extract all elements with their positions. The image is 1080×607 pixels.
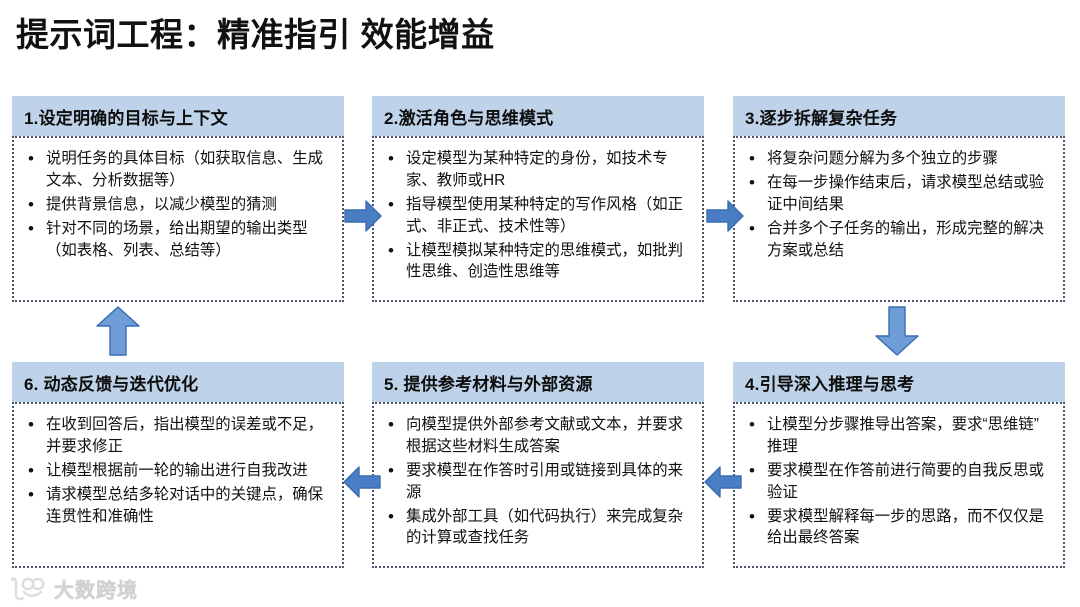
list-item: 针对不同的场景，给出期望的输出类型（如表格、列表、总结等）: [20, 217, 332, 262]
card-3-body: 将复杂问题分解为多个独立的步骤 在每一步操作结束后，请求模型总结或验证中间结果 …: [733, 136, 1065, 302]
page-title: 提示词工程：精准指引 效能增益: [16, 16, 495, 53]
owl-logo-icon: [8, 576, 48, 602]
list-item: 要求模型在作答前进行简要的自我反思或验证: [741, 459, 1053, 504]
list-item: 提供背景信息，以减少模型的猜测: [20, 193, 332, 217]
list-item: 要求模型在作答时引用或链接到具体的来源: [380, 459, 692, 504]
card-step-4: 4.引导深入推理与思考 让模型分步骤推导出答案，要求“思维链”推理 要求模型在作…: [733, 362, 1065, 568]
watermark-text: 大数跨境: [54, 580, 138, 603]
card-1-header: 1.设定明确的目标与上下文: [12, 96, 344, 136]
list-item: 向模型提供外部参考文献或文本，并要求根据这些材料生成答案: [380, 413, 692, 458]
card-6-bullet-list: 在收到回答后，指出模型的误差或不足，并要求修正 让模型根据前一轮的输出进行自我改…: [20, 413, 332, 528]
card-2-body: 设定模型为某种特定的身份，如技术专家、教师或HR 指导模型使用某种特定的写作风格…: [372, 136, 704, 302]
list-item: 请求模型总结多轮对话中的关键点，确保连贯性和准确性: [20, 483, 332, 528]
card-step-6: 6. 动态反馈与迭代优化 在收到回答后，指出模型的误差或不足，并要求修正 让模型…: [12, 362, 344, 568]
card-4-body: 让模型分步骤推导出答案，要求“思维链”推理 要求模型在作答前进行简要的自我反思或…: [733, 402, 1065, 568]
card-4-header: 4.引导深入推理与思考: [733, 362, 1065, 402]
watermark: 大数跨境: [8, 574, 138, 603]
card-5-bullet-list: 向模型提供外部参考文献或文本，并要求根据这些材料生成答案 要求模型在作答时引用或…: [380, 413, 692, 550]
list-item: 合并多个子任务的输出，形成完整的解决方案或总结: [741, 217, 1053, 262]
card-step-5: 5. 提供参考材料与外部资源 向模型提供外部参考文献或文本，并要求根据这些材料生…: [372, 362, 704, 568]
card-step-3: 3.逐步拆解复杂任务 将复杂问题分解为多个独立的步骤 在每一步操作结束后，请求模…: [733, 96, 1065, 302]
list-item: 在收到回答后，指出模型的误差或不足，并要求修正: [20, 413, 332, 458]
card-4-bullet-list: 让模型分步骤推导出答案，要求“思维链”推理 要求模型在作答前进行简要的自我反思或…: [741, 413, 1053, 550]
card-step-2: 2.激活角色与思维模式 设定模型为某种特定的身份，如技术专家、教师或HR 指导模…: [372, 96, 704, 302]
list-item: 让模型模拟某种特定的思维模式，如批判性思维、创造性思维等: [380, 239, 692, 284]
list-item: 设定模型为某种特定的身份，如技术专家、教师或HR: [380, 147, 692, 192]
card-2-header: 2.激活角色与思维模式: [372, 96, 704, 136]
card-5-header: 5. 提供参考材料与外部资源: [372, 362, 704, 402]
card-3-header: 3.逐步拆解复杂任务: [733, 96, 1065, 136]
card-2-bullet-list: 设定模型为某种特定的身份，如技术专家、教师或HR 指导模型使用某种特定的写作风格…: [380, 147, 692, 284]
card-step-1: 1.设定明确的目标与上下文 说明任务的具体目标（如获取信息、生成文本、分析数据等…: [12, 96, 344, 302]
list-item: 要求模型解释每一步的思路，而不仅仅是给出最终答案: [741, 505, 1053, 550]
card-6-header: 6. 动态反馈与迭代优化: [12, 362, 344, 402]
list-item: 让模型分步骤推导出答案，要求“思维链”推理: [741, 413, 1053, 458]
card-1-bullet-list: 说明任务的具体目标（如获取信息、生成文本、分析数据等） 提供背景信息，以减少模型…: [20, 147, 332, 262]
card-1-body: 说明任务的具体目标（如获取信息、生成文本、分析数据等） 提供背景信息，以减少模型…: [12, 136, 344, 302]
list-item: 在每一步操作结束后，请求模型总结或验证中间结果: [741, 171, 1053, 216]
list-item: 将复杂问题分解为多个独立的步骤: [741, 147, 1053, 171]
card-5-body: 向模型提供外部参考文献或文本，并要求根据这些材料生成答案 要求模型在作答时引用或…: [372, 402, 704, 568]
list-item: 集成外部工具（如代码执行）来完成复杂的计算或查找任务: [380, 505, 692, 550]
list-item: 指导模型使用某种特定的写作风格（如正式、非正式、技术性等）: [380, 193, 692, 238]
list-item: 说明任务的具体目标（如获取信息、生成文本、分析数据等）: [20, 147, 332, 192]
card-3-bullet-list: 将复杂问题分解为多个独立的步骤 在每一步操作结束后，请求模型总结或验证中间结果 …: [741, 147, 1053, 262]
card-6-body: 在收到回答后，指出模型的误差或不足，并要求修正 让模型根据前一轮的输出进行自我改…: [12, 402, 344, 568]
list-item: 让模型根据前一轮的输出进行自我改进: [20, 459, 332, 483]
